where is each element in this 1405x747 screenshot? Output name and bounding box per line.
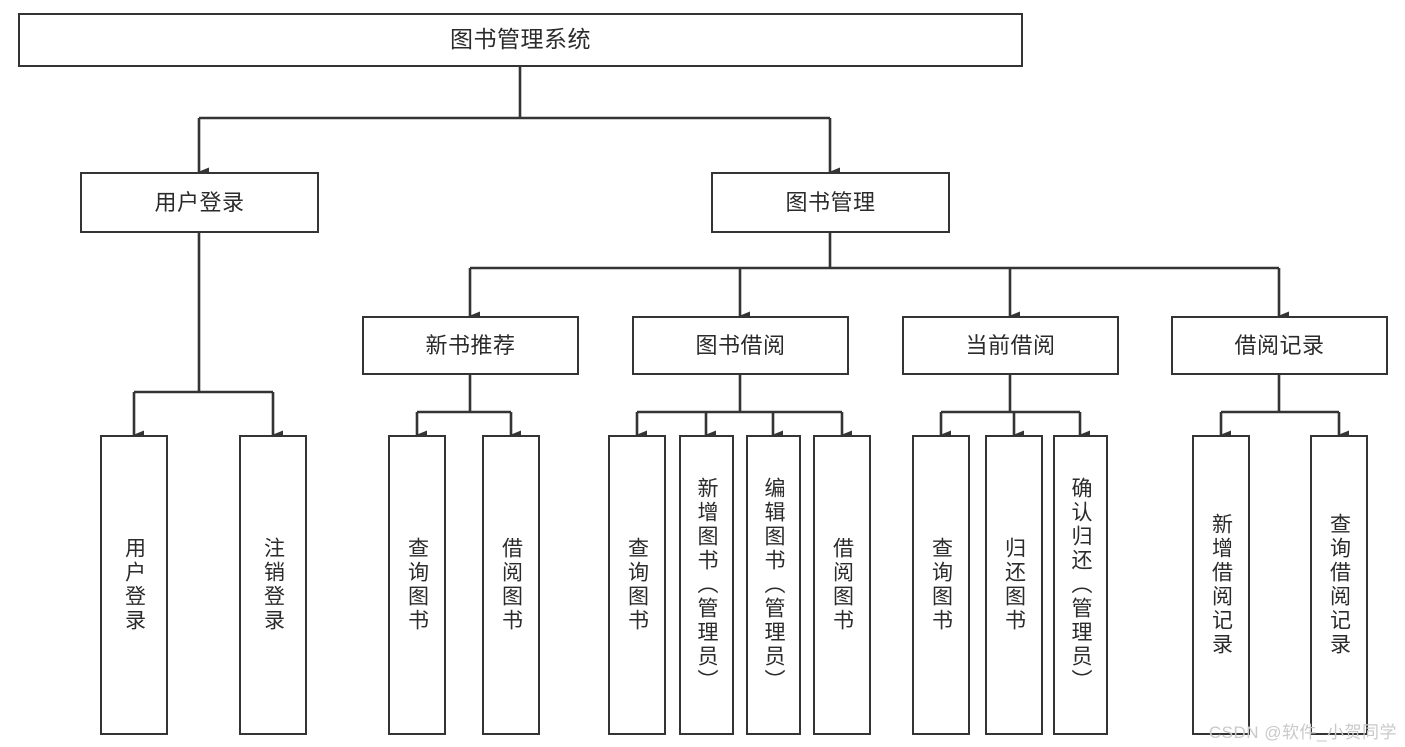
node-book_borrow: 图书借阅 — [632, 316, 849, 375]
node-borrow_record: 借阅记录 — [1171, 316, 1388, 375]
node-label: 查询图书 — [625, 537, 649, 633]
node-label: 图书管理系统 — [450, 26, 591, 53]
node-new_book_rec: 新书推荐 — [362, 316, 579, 375]
node-leaf_query_book_3: 查询图书 — [912, 435, 970, 735]
node-leaf_borrow_book_2: 借阅图书 — [813, 435, 871, 735]
node-label: 新增借阅记录 — [1209, 513, 1233, 657]
node-label: 用户登录 — [154, 189, 245, 215]
node-leaf_borrow_book_1: 借阅图书 — [482, 435, 540, 735]
node-label: 查询图书 — [929, 537, 953, 633]
node-label: 归还图书 — [1002, 537, 1026, 633]
node-root: 图书管理系统 — [18, 13, 1023, 67]
node-leaf_confirm_return: 确认归还（管理员） — [1053, 435, 1108, 735]
node-label: 图书管理 — [785, 189, 876, 215]
node-label: 图书借阅 — [695, 332, 786, 358]
node-label: 借阅图书 — [830, 537, 854, 633]
node-label: 新增图书（管理员） — [695, 477, 718, 693]
node-label: 编辑图书（管理员） — [762, 477, 785, 693]
node-label: 查询图书 — [405, 537, 429, 633]
node-label: 借阅记录 — [1234, 332, 1325, 358]
node-leaf_query_book_1: 查询图书 — [388, 435, 446, 735]
node-leaf_add_record: 新增借阅记录 — [1192, 435, 1250, 735]
node-leaf_query_record: 查询借阅记录 — [1310, 435, 1368, 735]
node-label: 确认归还（管理员） — [1069, 477, 1092, 693]
node-book_manage: 图书管理 — [711, 172, 950, 233]
node-user_login: 用户登录 — [80, 172, 319, 233]
node-leaf_return_book: 归还图书 — [985, 435, 1043, 735]
node-label: 注销登录 — [261, 537, 285, 633]
node-label: 用户登录 — [122, 537, 146, 633]
node-leaf_edit_book: 编辑图书（管理员） — [746, 435, 801, 735]
node-label: 借阅图书 — [499, 537, 523, 633]
node-label: 查询借阅记录 — [1327, 513, 1351, 657]
node-current_borrow: 当前借阅 — [902, 316, 1119, 375]
node-leaf_add_book: 新增图书（管理员） — [679, 435, 734, 735]
node-label: 新书推荐 — [425, 332, 516, 358]
node-leaf_user_login: 用户登录 — [100, 435, 168, 735]
node-leaf_logout: 注销登录 — [239, 435, 307, 735]
node-leaf_query_book_2: 查询图书 — [608, 435, 666, 735]
node-label: 当前借阅 — [965, 332, 1056, 358]
